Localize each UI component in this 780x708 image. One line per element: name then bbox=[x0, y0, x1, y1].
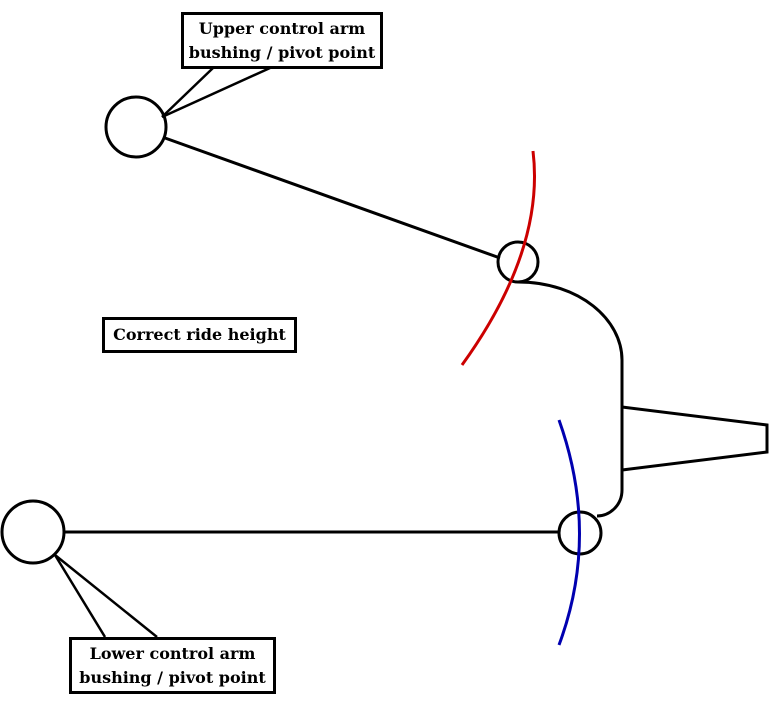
upper-pivot-label: Upper control arm bushing / pivot point bbox=[181, 12, 383, 69]
lower-leader-line bbox=[53, 554, 107, 638]
ride-height-text: Correct ride height bbox=[113, 325, 286, 344]
upper-leader-line bbox=[161, 67, 214, 118]
lower-pivot-label-line1: Lower control arm bbox=[89, 643, 256, 663]
upper-pivot-bushing bbox=[104, 95, 168, 159]
upper-control-arm bbox=[164, 136, 501, 260]
lower-pivot-bushing bbox=[0, 499, 66, 565]
lower-pivot-label: Lower control arm bushing / pivot point bbox=[69, 637, 276, 694]
upper-pivot-label-line2: bushing / pivot point bbox=[188, 42, 376, 62]
spindle-axle bbox=[620, 405, 769, 472]
lower-pivot-label-line2: bushing / pivot point bbox=[79, 667, 266, 687]
steering-knuckle bbox=[517, 280, 624, 518]
upper-arm-arc bbox=[460, 150, 537, 366]
upper-leader-line bbox=[161, 66, 271, 119]
upper-pivot-label-line1: Upper control arm bbox=[198, 18, 366, 38]
ride-height-label: Correct ride height bbox=[102, 317, 297, 353]
lower-arm-arc bbox=[557, 419, 581, 646]
lower-leader-line bbox=[54, 554, 158, 638]
